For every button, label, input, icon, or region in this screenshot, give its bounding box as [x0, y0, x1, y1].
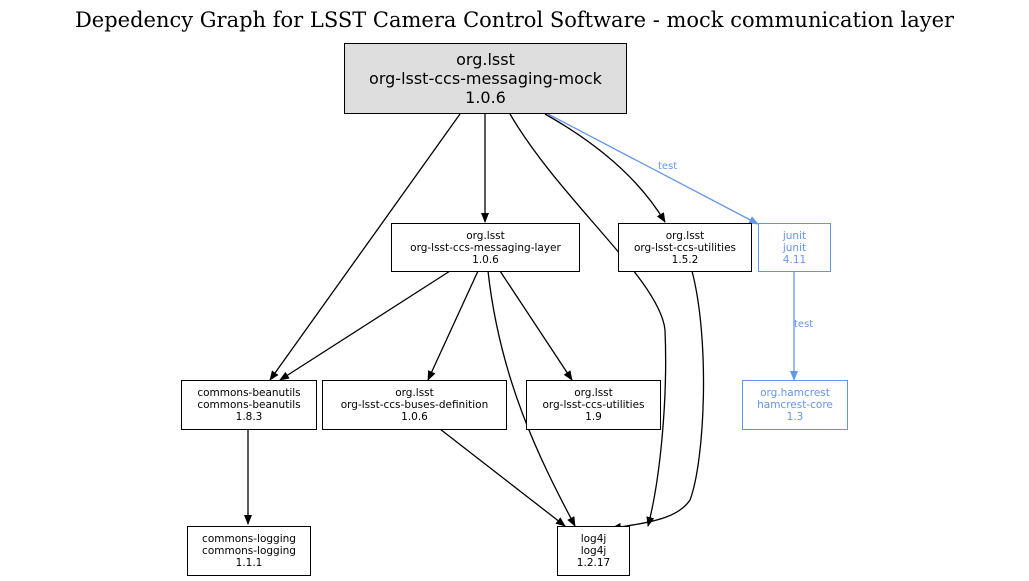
edge-utilities152-log4j — [611, 270, 705, 531]
node-group: log4j — [580, 533, 607, 545]
node-group: commons-logging — [202, 533, 296, 545]
node-version: 1.0.6 — [465, 88, 506, 107]
edge-messaging-utilities19 — [499, 270, 573, 381]
node-version: 1.0.6 — [401, 411, 428, 423]
edge-root-utilities152 — [544, 113, 666, 223]
node-version: 1.2.17 — [576, 557, 611, 569]
node-group: org.lsst — [466, 229, 505, 242]
node-group: org.hamcrest — [760, 387, 830, 399]
node-hamcrest-core[interactable]: org.hamcrest hamcrest-core 1.3 — [742, 380, 848, 430]
node-commons-beanutils[interactable]: commons-beanutils commons-beanutils 1.8.… — [181, 380, 317, 430]
edge-label-junit-hamcrest: test — [794, 319, 814, 330]
edge-root-junit — [547, 113, 759, 225]
node-artifact: commons-beanutils — [197, 399, 301, 411]
node-artifact: log4j — [580, 545, 607, 557]
node-artifact: org-lsst-ccs-buses-definition — [340, 399, 489, 411]
node-version: 1.1.1 — [235, 557, 263, 569]
graph-title: Depedency Graph for LSST Camera Control … — [74, 8, 955, 32]
node-group: org.lsst — [665, 229, 705, 242]
node-artifact: org-lsst-ccs-utilities — [633, 241, 737, 254]
node-version: 1.8.3 — [235, 411, 263, 423]
node-version: 4.11 — [782, 253, 807, 266]
node-utilities-19[interactable]: org.lsst org-lsst-ccs-utilities 1.9 — [526, 380, 661, 430]
node-messaging-mock[interactable]: org.lsst org-lsst-ccs-messaging-mock 1.0… — [344, 43, 627, 114]
edge-label-root-junit: test — [658, 161, 678, 172]
node-artifact: commons-logging — [202, 545, 296, 557]
node-artifact: junit — [782, 241, 807, 254]
node-artifact: hamcrest-core — [757, 399, 833, 411]
edge-buses-log4j — [439, 428, 566, 527]
node-artifact: org-lsst-ccs-utilities — [542, 399, 645, 411]
node-version: 1.5.2 — [671, 253, 699, 266]
node-version: 1.0.6 — [472, 253, 499, 266]
node-utilities-152[interactable]: org.lsst org-lsst-ccs-utilities 1.5.2 — [618, 223, 752, 272]
node-group: org.lsst — [456, 50, 515, 69]
node-buses-definition[interactable]: org.lsst org-lsst-ccs-buses-definition 1… — [322, 380, 507, 430]
node-version: 1.9 — [585, 411, 602, 423]
edge-root-log4j — [509, 113, 667, 527]
edge-messaging-buses — [427, 270, 479, 381]
node-group: org.lsst — [395, 387, 434, 399]
node-artifact: org-lsst-ccs-messaging-mock — [369, 69, 602, 88]
node-version: 1.3 — [786, 411, 804, 423]
edge-messaging-log4j — [487, 270, 576, 527]
edge-root-beanutils — [269, 113, 461, 381]
node-group: org.lsst — [574, 387, 613, 399]
node-messaging-layer[interactable]: org.lsst org-lsst-ccs-messaging-layer 1.… — [391, 223, 580, 272]
node-artifact: org-lsst-ccs-messaging-layer — [410, 241, 561, 254]
node-group: junit — [782, 229, 807, 242]
node-log4j[interactable]: log4j log4j 1.2.17 — [557, 526, 630, 576]
node-junit[interactable]: junit junit 4.11 — [758, 223, 831, 272]
edge-messaging-beanutils — [279, 270, 451, 381]
node-group: commons-beanutils — [197, 387, 301, 399]
node-commons-logging[interactable]: commons-logging commons-logging 1.1.1 — [187, 526, 311, 576]
